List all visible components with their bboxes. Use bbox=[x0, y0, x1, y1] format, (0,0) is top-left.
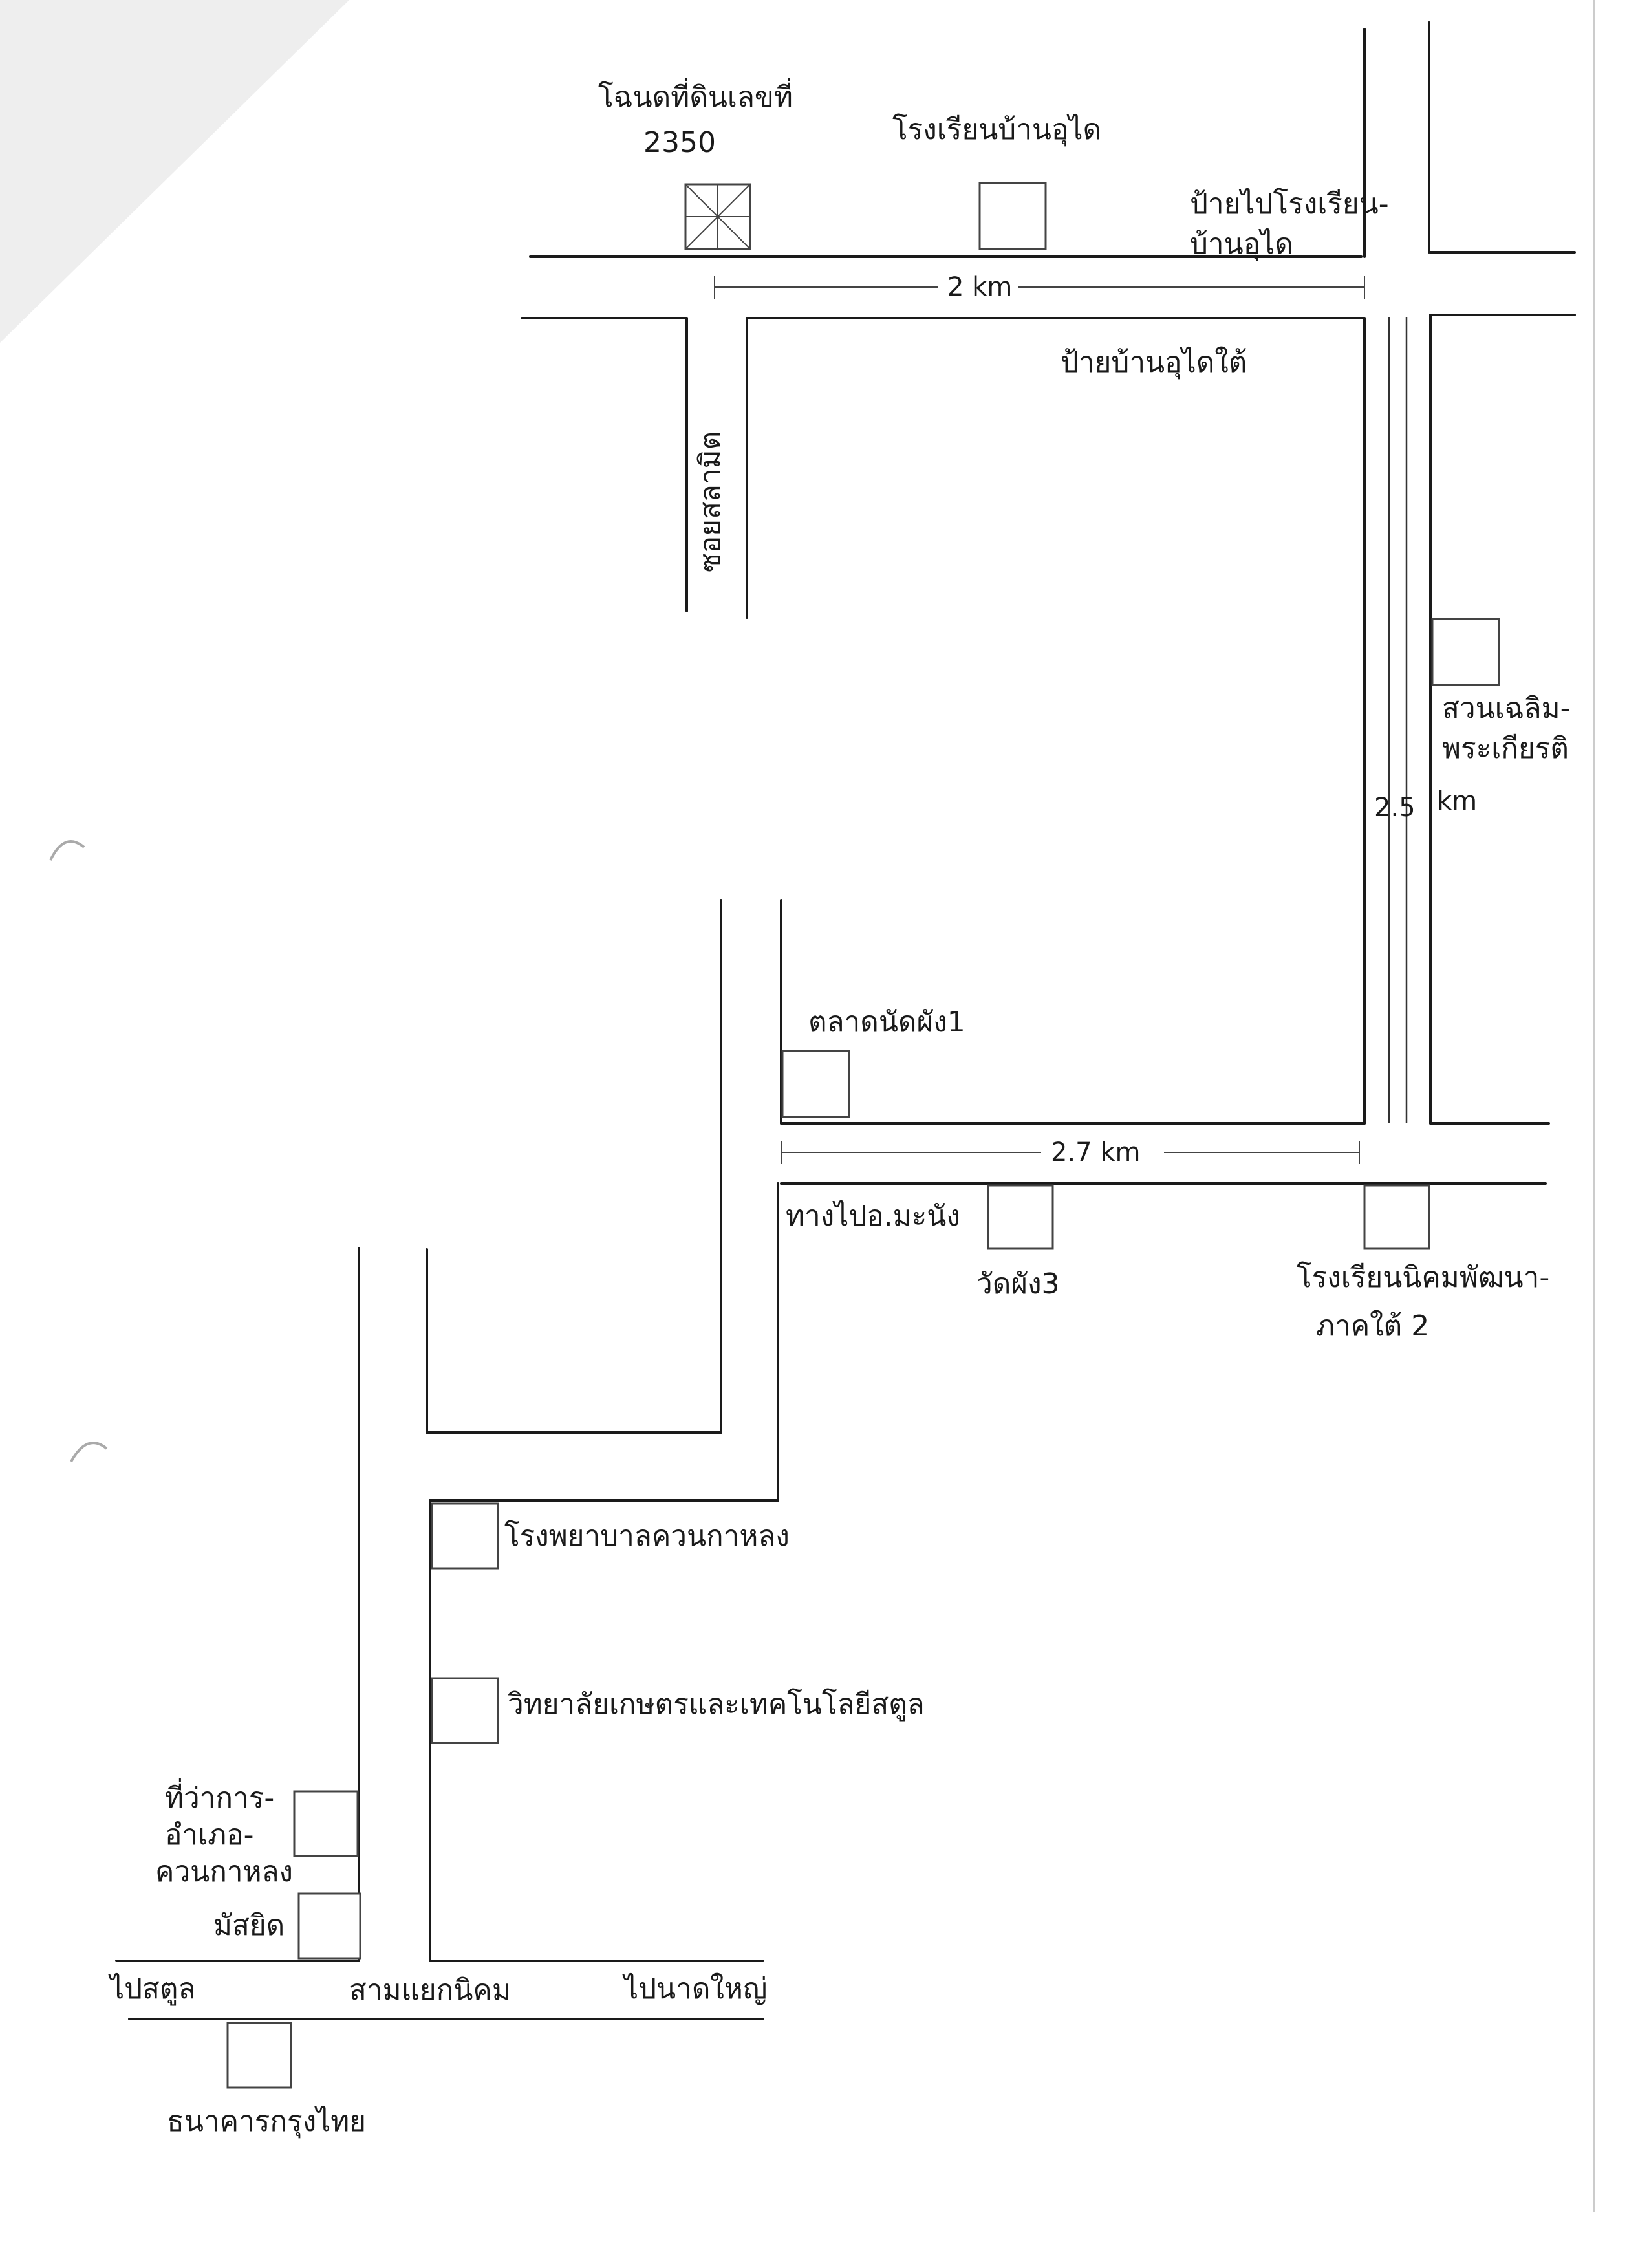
roads bbox=[115, 21, 1576, 2020]
label-road-to-manang: ทางไปอ.มะนัง bbox=[786, 1200, 960, 1233]
distance-right-unit: km bbox=[1437, 786, 1477, 816]
scan-corner bbox=[0, 0, 349, 343]
dimension-bottom bbox=[781, 1141, 1360, 1164]
distance-bottom: 2.7 km bbox=[1051, 1138, 1140, 1167]
land-deed-plot bbox=[684, 183, 751, 250]
wat-phang3-box bbox=[987, 1184, 1054, 1250]
label-nikhom-school: โรงเรียนนิคมพัฒนา-ภาคใต้ 2 bbox=[1297, 1261, 1549, 1343]
label-talad-nat: ตลาดนัดผัง1 bbox=[808, 1006, 965, 1039]
nikhom-school-box bbox=[1363, 1184, 1430, 1250]
mosque-box bbox=[297, 1892, 361, 1960]
suan-chalerm-box bbox=[1431, 618, 1500, 686]
label-krungthai: ธนาคารกรุงไทย bbox=[167, 2105, 366, 2139]
punch-hole-1 bbox=[49, 840, 85, 861]
label-hospital: โรงพยาบาลควนกาหลง bbox=[504, 1520, 790, 1553]
district-office-box bbox=[293, 1790, 359, 1857]
hospital-box bbox=[431, 1502, 499, 1570]
label-district-office: ที่ว่าการ-อำเภอ-ควนกาหลง bbox=[155, 1778, 293, 1888]
label-suan-chalerm: สวนเฉลิม-พระเกียรติ bbox=[1442, 692, 1571, 765]
college-box bbox=[431, 1677, 499, 1744]
label-sam-yaek: สามแยกนิคม bbox=[349, 1974, 511, 2007]
label-wat-phang3: วัดผัง3 bbox=[976, 1268, 1060, 1301]
label-sign-to-school: ป้ายไปโรงเรียน-บ้านอุได bbox=[1190, 188, 1389, 261]
label-to-na-yai: ไปนาดใหญ่ bbox=[622, 1972, 767, 2005]
dimension-top bbox=[714, 276, 1365, 299]
label-mosque: มัสยิด bbox=[213, 1909, 285, 1942]
label-to-satun: ไปสตูล bbox=[108, 1972, 195, 2006]
punch-hole-2 bbox=[70, 1442, 108, 1462]
label-college: วิทยาลัยเกษตรและเทคโนโลยีสตูล bbox=[508, 1688, 925, 1722]
label-land-deed: โฉนดที่ดินเลขที่2350 bbox=[598, 77, 793, 159]
krungthai-box bbox=[226, 2022, 292, 2089]
label-ban-u-dai-tai-sign: ป้ายบ้านอุไดใต้ bbox=[1061, 346, 1247, 380]
label-ban-u-dai-school: โรงเรียนบ้านอุได bbox=[892, 113, 1101, 147]
distance-right: 2.5 bbox=[1374, 793, 1416, 823]
talad-nat-box bbox=[781, 1050, 850, 1118]
distance-top: 2 km bbox=[947, 272, 1012, 302]
ban-u-dai-school-box bbox=[978, 182, 1047, 250]
label-soi-salamit: ซอยสลามิต bbox=[694, 431, 727, 572]
